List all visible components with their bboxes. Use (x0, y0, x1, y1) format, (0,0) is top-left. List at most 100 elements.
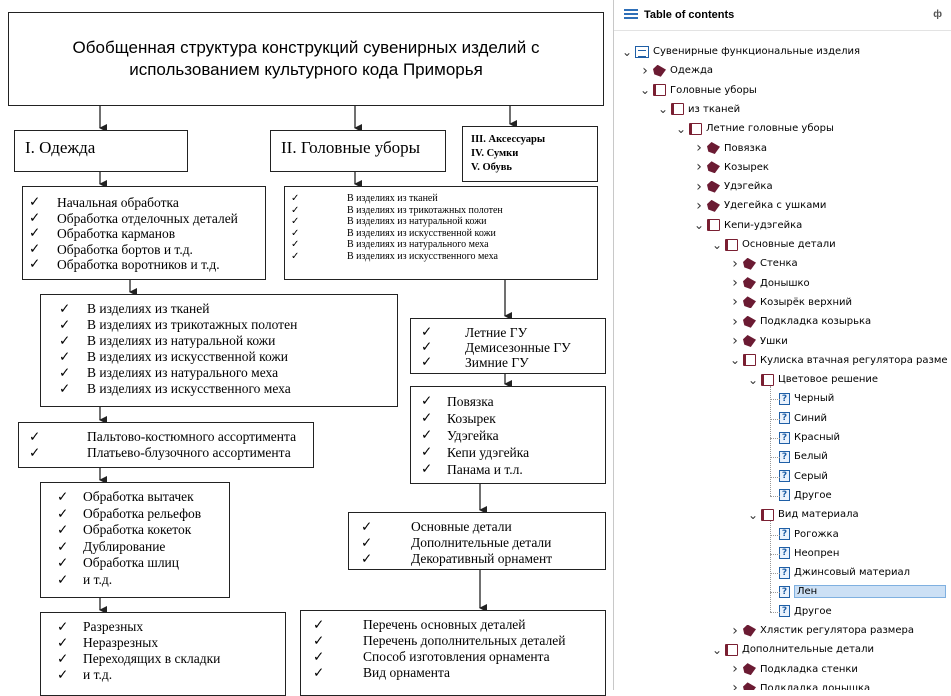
toc-item[interactable]: › Донышко (730, 274, 810, 293)
table-of-contents-panel: Table of contents ф ⌄ Сувенирные функцион… (613, 0, 951, 690)
toc-item[interactable]: ›Хлястик регулятора размера (730, 621, 914, 640)
list-item: В изделиях из искусственной кожи (59, 349, 379, 365)
gem-icon (743, 315, 756, 328)
toc-item[interactable]: ›Повязка (694, 139, 767, 158)
book-icon (725, 643, 738, 656)
chevron-right-icon[interactable]: › (696, 178, 702, 195)
tree-guide-line (770, 399, 780, 401)
toc-item[interactable]: ?Белый (766, 447, 828, 466)
chevron-right-icon[interactable]: › (642, 62, 648, 79)
chevron-right-icon[interactable]: › (732, 313, 738, 330)
toc-item[interactable]: ?Синий (766, 409, 827, 428)
toc-item[interactable]: ?Лен (766, 582, 946, 601)
toc-item-label: из тканей (688, 103, 741, 115)
list-item: В изделиях из натурального меха (59, 365, 379, 381)
toc-item-label: Козырек (724, 161, 769, 173)
chevron-down-icon[interactable]: ⌄ (712, 237, 723, 252)
list-item: В изделиях из искусственного меха (59, 381, 379, 397)
toc-item[interactable]: › Козырек (694, 158, 769, 177)
book-icon (761, 373, 774, 386)
toc-item[interactable]: ?Рогожка (766, 525, 839, 544)
toc-item[interactable]: ? Неопрен (766, 544, 839, 563)
gem-icon (743, 682, 756, 690)
toc-item-label: Козырёк верхний (760, 296, 852, 308)
toc-header: Table of contents ф (614, 0, 951, 31)
chevron-down-icon[interactable]: ⌄ (712, 642, 723, 657)
toc-item[interactable]: ⌄ Кепи-удэгейка (694, 216, 802, 235)
chevron-right-icon[interactable]: › (732, 680, 738, 690)
toc-item-label: Кулиска втачная регулятора разме (760, 354, 948, 366)
chevron-right-icon[interactable]: › (732, 333, 738, 349)
toc-item[interactable]: ⌄ Кулиска втачная регулятора разме (730, 351, 948, 370)
list-item: Обработка рельефов (57, 506, 213, 523)
toc-item[interactable]: ⌄Головные уборы (640, 81, 757, 100)
toc-item[interactable]: ›Ушки (730, 332, 788, 351)
list-item: Дублирование (57, 539, 213, 556)
toc-item-label: Сувенирные функциональные изделия (653, 46, 861, 57)
toc-item[interactable]: ?Красный (766, 428, 840, 447)
chevron-down-icon[interactable]: ⌄ (640, 83, 651, 98)
tree-guide-line (770, 418, 780, 420)
chevron-down-icon[interactable]: ⌄ (676, 121, 687, 136)
chevron-right-icon[interactable]: › (696, 159, 702, 176)
toc-item-label: Кепи-удэгейка (724, 219, 803, 231)
toc-item[interactable]: ›Подкладка стенки (730, 660, 858, 679)
toc-item-label: Донышко (760, 277, 810, 289)
toc-item[interactable]: ?Другое (766, 602, 832, 621)
toc-item[interactable]: ⌄Цветовое решение (748, 370, 878, 389)
toc-item-label: Подкладка козырька (760, 316, 872, 328)
chevron-right-icon[interactable]: › (696, 140, 702, 156)
toc-item[interactable]: ›Одежда (640, 61, 713, 80)
list-item: Обработка карманов (29, 226, 259, 242)
toc-item[interactable]: ›Стенка (730, 254, 797, 273)
q-icon: ? (779, 547, 790, 560)
toc-item[interactable]: ⌄ Вид материала (748, 505, 859, 524)
toc-item-label: Неопрен (794, 547, 840, 559)
toc-item[interactable]: ›Удегейка с ушками (694, 196, 826, 215)
clothing-materials-box: В изделиях из тканей В изделиях из трико… (40, 294, 398, 407)
toc-item[interactable]: ⌄Летние головные уборы (676, 119, 834, 138)
pin-icon[interactable]: ф (933, 9, 942, 20)
chevron-down-icon[interactable]: ⌄ (622, 44, 633, 59)
list-item: Разрезных (57, 619, 269, 635)
list-item: Пальтово-костюмного ассортимента (29, 429, 303, 445)
toc-item[interactable]: ?Черный (766, 389, 834, 408)
list-item: В изделиях из натуральной кожи (59, 333, 379, 349)
toc-item[interactable]: › Подкладка козырька (730, 312, 871, 331)
toc-item[interactable]: ⌄ Сувенирные функциональные изделия (622, 42, 860, 61)
darts-processing-box: Обработка вытачек Обработка рельефов Обр… (40, 482, 230, 598)
list-item: Обработка кокеток (57, 522, 213, 539)
chevron-right-icon[interactable]: › (732, 622, 738, 639)
toc-item[interactable]: ›Подкладка донышка (730, 679, 870, 690)
toc-item[interactable]: ?Джинсовый материал (766, 563, 910, 582)
chevron-right-icon[interactable]: › (732, 255, 738, 272)
chevron-down-icon[interactable]: ⌄ (748, 372, 759, 387)
list-item: Демисезонные ГУ (421, 340, 595, 355)
toc-item[interactable]: ?Серый (766, 467, 828, 486)
list-item: В изделиях из трикотажных полотен (59, 317, 379, 333)
toc-item-label: Белый (794, 451, 828, 463)
q-icon: ? (779, 585, 790, 598)
toc-item[interactable]: ›Удэгейка (694, 177, 772, 196)
chevron-down-icon[interactable]: ⌄ (694, 218, 705, 233)
toc-item[interactable]: ?Другое (766, 486, 832, 505)
root-icon (635, 45, 649, 58)
seasons-box: Летние ГУ Демисезонные ГУ Зимние ГУ (410, 318, 606, 374)
toc-item[interactable]: ⌄ из тканей (658, 100, 740, 119)
chevron-right-icon[interactable]: › (732, 294, 738, 311)
chevron-down-icon[interactable]: ⌄ (658, 102, 669, 117)
tree-guide-line (770, 476, 780, 478)
chevron-right-icon[interactable]: › (696, 197, 702, 214)
darts-processing-list: Обработка вытачек Обработка рельефов Обр… (57, 489, 213, 588)
list-item: Перечень основных деталей (313, 617, 593, 633)
toc-item[interactable]: › Козырёк верхний (730, 293, 852, 312)
toc-item-label: Рогожка (794, 528, 839, 540)
chevron-right-icon[interactable]: › (732, 275, 738, 292)
chevron-down-icon[interactable]: ⌄ (748, 507, 759, 522)
toc-item-label: Вид материала (778, 509, 859, 521)
toc-item[interactable]: ⌄Дополнительные детали (712, 640, 874, 659)
chevron-down-icon[interactable]: ⌄ (730, 353, 741, 368)
toc-item[interactable]: ⌄Основные детали (712, 235, 836, 254)
chevron-right-icon[interactable]: › (732, 661, 738, 678)
list-item: Начальная обработка (29, 195, 259, 211)
